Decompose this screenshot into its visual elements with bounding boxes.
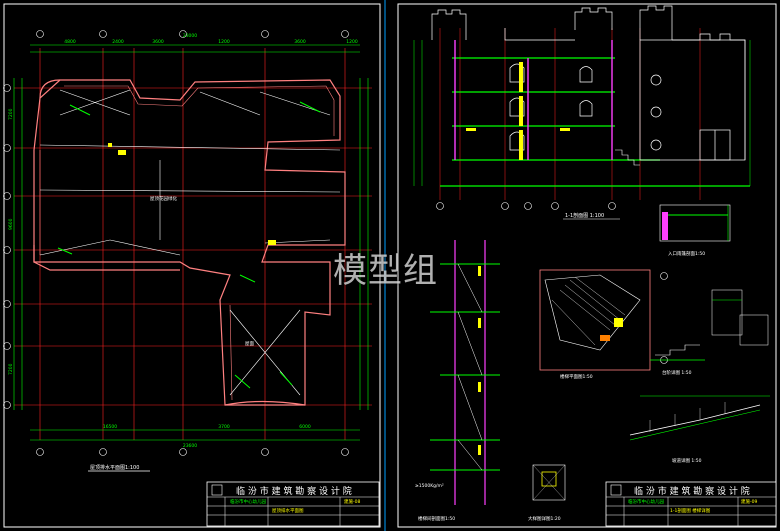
left-sheet-no: 建施-08 [344, 498, 360, 505]
bottom-dim: 16500 [103, 424, 117, 430]
bottom-dim: 6000 [299, 424, 311, 430]
right-sheet-no: 建施-09 [741, 498, 757, 505]
enlarged-title: 大样图详图1:20 [528, 515, 561, 522]
left-dim: 9600 [8, 218, 14, 230]
small-detail [711, 289, 769, 346]
top-dim: 1200 [218, 39, 230, 45]
watermark: 模型组 [333, 251, 438, 291]
section-title: 1-1剖面图 1:100 [565, 212, 604, 219]
stair-plan: 楼梯平面图1:50 [539, 269, 668, 380]
plan-title: 屋顶排水平面图1:100 [90, 464, 139, 471]
ramp-detail: 坡道详图 1:50 [629, 395, 770, 464]
step-title: 台阶详图 1:50 [662, 369, 692, 376]
right-project: 临汾市中心幼儿园 [628, 498, 664, 505]
left-title-block: 临 汾 市 建 筑 勘 察 设 计 院 临汾市中心幼儿园 屋顶排水平面图 建施-… [206, 481, 380, 527]
stair-plan-title: 楼梯平面图1:50 [560, 373, 593, 380]
left-project: 临汾市中心幼儿园 [230, 498, 266, 505]
bottom-total: 23600 [183, 443, 197, 449]
left-company: 临 汾 市 建 筑 勘 察 设 计 院 [236, 485, 352, 497]
right-sheet-frame [397, 3, 777, 528]
right-title-block: 临 汾 市 建 筑 勘 察 设 计 院 临汾市中心幼儿园 1-1剖面图 楼梯详图… [605, 481, 777, 527]
left-dim: 7200 [8, 108, 14, 120]
stair-section-title: 楼梯间剖面图1:50 [418, 515, 455, 522]
left-drawing-name: 屋顶排水平面图 [272, 507, 304, 514]
top-dim: 3600 [152, 39, 164, 45]
step-detail: 台阶详图 1:50 [650, 344, 705, 376]
main-area-label: 屋顶花园绿化 [150, 195, 177, 202]
top-dim: 4800 [64, 39, 76, 45]
ramp-title: 坡道详图 1:50 [672, 457, 702, 464]
stair-section: ≥1500Kg/m² 楼梯间剖面图1:50 [415, 240, 500, 522]
right-drawing-name: 1-1剖面图 楼梯详图 [670, 507, 711, 514]
load-note: ≥1500Kg/m² [415, 483, 444, 489]
left-sheet-frame [3, 3, 381, 528]
enlarged-detail: 大样图详图1:20 [528, 464, 566, 522]
small-area-label: 屋面 [245, 341, 254, 347]
top-dim: 1200 [346, 39, 358, 45]
left-dim: 7200 [8, 363, 14, 375]
canopy-title: 入口雨篷剖面1:50 [668, 250, 705, 257]
top-dim: 2400 [112, 39, 124, 45]
section-1-1: 1-1剖面图 1:100 [413, 5, 751, 220]
bottom-dim: 3700 [218, 424, 230, 430]
canopy-detail: 入口雨篷剖面1:50 [659, 204, 731, 257]
top-total: 23000 [183, 33, 197, 39]
roof-plan: 4800 2400 3600 1200 3600 1200 23000 1650… [3, 30, 372, 472]
right-company: 临 汾 市 建 筑 勘 察 设 计 院 [634, 485, 750, 497]
top-dim: 3600 [294, 39, 306, 45]
